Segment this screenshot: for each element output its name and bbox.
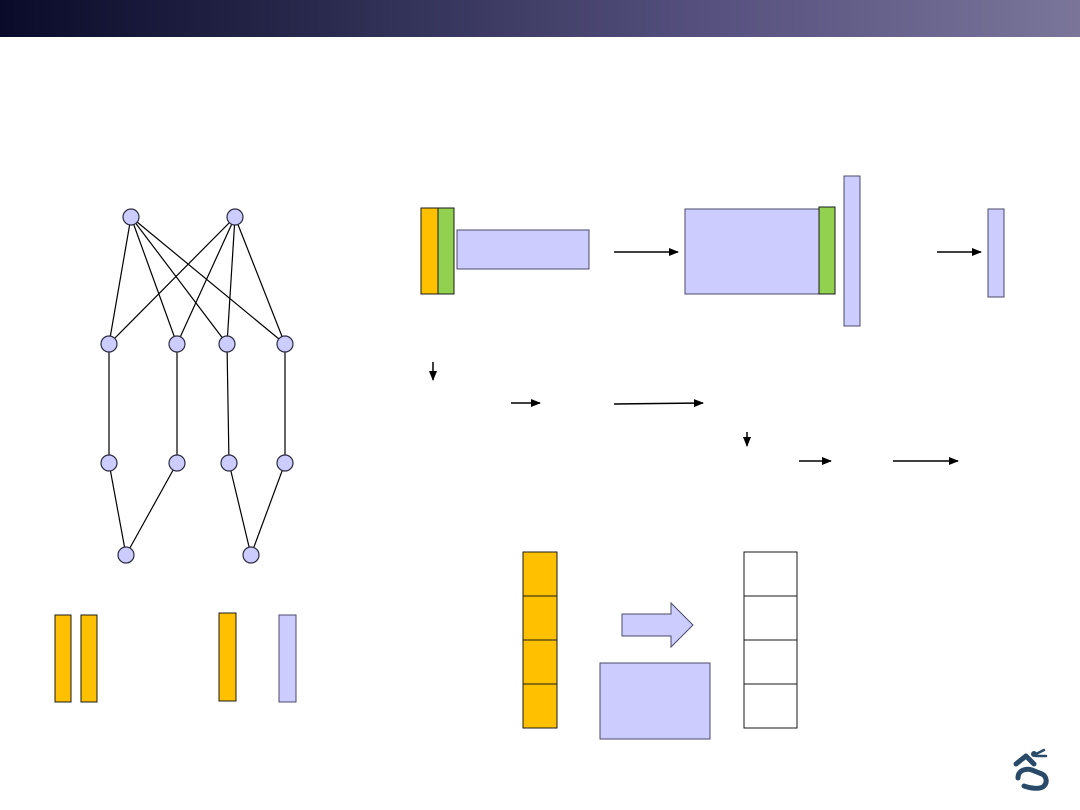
transformation — [522, 551, 798, 740]
gold-vector-2 — [80, 614, 98, 703]
edge-root-1-hidden-2 — [130, 216, 178, 345]
gold-cell-4 — [522, 683, 558, 729]
graph-edges — [108, 216, 286, 556]
gold-cell-2 — [522, 595, 558, 641]
node-lower-4 — [276, 454, 294, 472]
gold-vector-1 — [54, 614, 72, 703]
node-lower-2 — [168, 454, 186, 472]
lavender-matrix-block — [599, 662, 711, 740]
lavender-large-block — [684, 208, 820, 295]
edge-root-2-hidden-2 — [176, 216, 236, 345]
node-lower-1 — [100, 454, 118, 472]
node-hidden-3 — [218, 335, 236, 353]
gold-vector-3 — [218, 612, 237, 702]
lavender-vector — [278, 614, 297, 703]
bottom-left-vectors — [54, 612, 297, 703]
node-lower-3 — [220, 454, 238, 472]
lavender-tall-block — [843, 175, 861, 327]
title-bar — [0, 0, 1080, 37]
white-stack — [743, 551, 798, 729]
middle-arrows — [429, 362, 959, 465]
white-cell-2 — [743, 595, 798, 641]
edge-root-1-hidden-4 — [130, 216, 286, 345]
white-cell-4 — [743, 683, 798, 729]
gold-cell-3 — [522, 639, 558, 685]
edge-lower-1-leaf-1 — [108, 462, 127, 556]
edge-lower-4-leaf-2 — [250, 462, 286, 556]
green-block — [437, 207, 455, 295]
arrow-4 — [613, 399, 704, 408]
node-leaf-2 — [242, 546, 260, 564]
robot-arm-logo-icon — [1013, 748, 1049, 791]
pipeline-top — [420, 175, 1005, 327]
lavender-output-block — [987, 208, 1005, 298]
node-leaf-1 — [117, 546, 135, 564]
white-cell-3 — [743, 639, 798, 685]
node-root-1 — [122, 208, 140, 226]
graph-nodes — [100, 208, 294, 564]
node-hidden-4 — [276, 335, 294, 353]
node-hidden-1 — [100, 335, 118, 353]
node-hidden-2 — [168, 335, 186, 353]
edge-root-1-hidden-1 — [108, 216, 132, 345]
node-root-2 — [226, 208, 244, 226]
gold-cell-1 — [522, 551, 558, 597]
edge-hidden-3-lower-3 — [226, 343, 230, 464]
edge-root-1-hidden-3 — [130, 216, 228, 345]
edge-root-2-hidden-1 — [108, 216, 236, 345]
gold-block — [420, 207, 439, 295]
green-thin-block — [818, 206, 836, 295]
edge-root-2-hidden-3 — [226, 216, 236, 345]
lavender-wide-block — [456, 229, 590, 270]
edge-lower-3-leaf-2 — [228, 462, 252, 556]
edge-root-2-hidden-4 — [234, 216, 286, 345]
block-arrow — [621, 601, 694, 649]
gold-stack — [522, 551, 558, 729]
edge-lower-2-leaf-1 — [125, 462, 178, 556]
white-cell-1 — [743, 551, 798, 597]
